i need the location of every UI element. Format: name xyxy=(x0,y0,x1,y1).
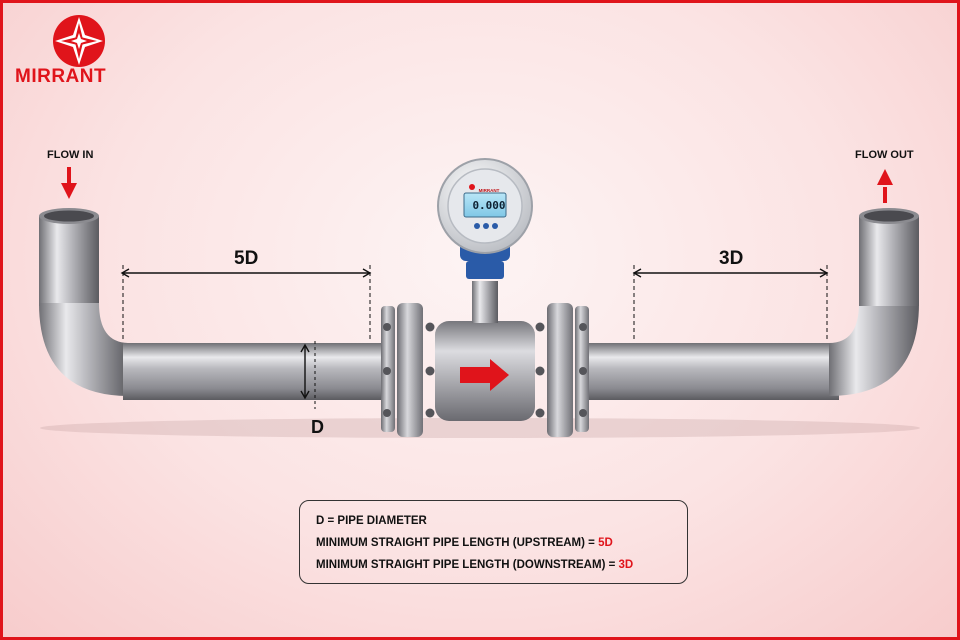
legend-upstream-text: MINIMUM STRAIGHT PIPE LENGTH (UPSTREAM) … xyxy=(316,537,599,549)
pipe-diameter-label: D xyxy=(311,417,324,437)
flow-out-label: FLOW OUT xyxy=(855,149,914,161)
pipe-diagram xyxy=(39,15,920,438)
brand-logo-text: MIRRANT xyxy=(15,66,107,87)
upstream-length-label: 5D xyxy=(234,248,259,269)
meter-brand-label: MIRRANT xyxy=(478,188,500,193)
flow-in-label: FLOW IN xyxy=(47,149,94,161)
downstream-flange xyxy=(535,303,589,437)
flow-direction-arrow-icon xyxy=(460,359,509,391)
legend-downstream-value: 3D xyxy=(618,559,634,571)
legend-upstream-value: 5D xyxy=(598,537,613,549)
downstream-length-label: 3D xyxy=(719,248,744,269)
legend-line-downstream: MINIMUM STRAIGHT PIPE LENGTH (DOWNSTREAM… xyxy=(316,559,687,572)
upstream-flange xyxy=(381,303,435,437)
legend-diameter-text: D = PIPE DIAMETER xyxy=(316,515,427,527)
legend-box: D = PIPE DIAMETER MINIMUM STRAIGHT PIPE … xyxy=(299,500,688,584)
legend-downstream-text: MINIMUM STRAIGHT PIPE LENGTH (DOWNSTREAM… xyxy=(316,559,619,571)
meter-display-value: 0.000 xyxy=(472,199,506,212)
legend-line-upstream: MINIMUM STRAIGHT PIPE LENGTH (UPSTREAM) … xyxy=(316,537,687,550)
upstream-pipe xyxy=(39,208,385,400)
downstream-dimension xyxy=(632,265,829,341)
mirrant-star-logo-icon xyxy=(53,15,105,67)
upstream-dimension xyxy=(120,265,372,341)
downstream-pipe xyxy=(583,208,919,400)
diameter-dimension xyxy=(300,341,316,409)
legend-line-diameter: D = PIPE DIAMETER xyxy=(316,515,687,528)
flow-meter-transmitter xyxy=(437,158,533,323)
